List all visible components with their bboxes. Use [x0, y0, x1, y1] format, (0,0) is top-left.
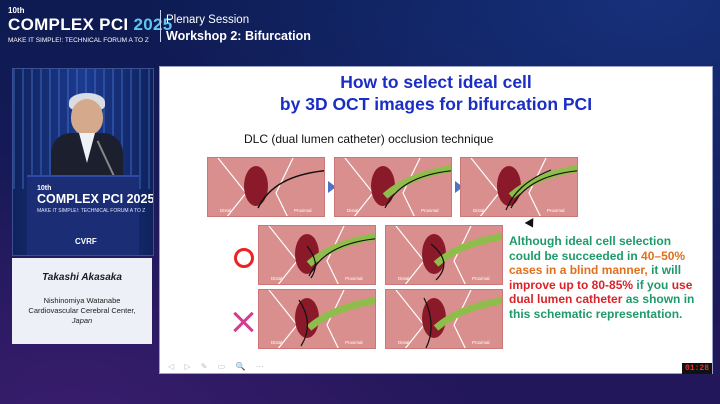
- arrow-right-icon: [455, 181, 463, 193]
- proximal-label: Proximal: [421, 208, 439, 213]
- speaker-card: Takashi Akasaka Nishinomiya Watanabe Car…: [12, 258, 152, 344]
- schematic-panel: Distal Proximal: [258, 289, 376, 349]
- vessel-diagram: [395, 226, 502, 284]
- vessel-diagram: [344, 158, 451, 216]
- proximal-label: Proximal: [547, 208, 565, 213]
- header-bar: 10th COMPLEX PCI 2025 MAKE IT SIMPLE!: T…: [0, 0, 720, 50]
- distal-label: Distal: [398, 340, 410, 345]
- schematic-panel: Distal Proximal: [207, 157, 325, 217]
- slide-note: Although ideal cell selection could be s…: [509, 234, 695, 321]
- correct-marker-icon: [234, 248, 254, 268]
- schematic-panel: Distal Proximal: [385, 289, 503, 349]
- speaker-video: 10th COMPLEX PCI 2025 MAKE IT SIMPLE!: T…: [12, 68, 154, 256]
- distal-label: Distal: [473, 208, 485, 213]
- pointer-cursor-icon: [524, 218, 538, 230]
- distal-label: Distal: [347, 208, 359, 213]
- vessel-diagram: [217, 158, 324, 216]
- workshop-title: Workshop 2: Bifurcation: [166, 29, 311, 43]
- vessel-diagram: [395, 290, 502, 348]
- podium: 10th COMPLEX PCI 2025 MAKE IT SIMPLE!: T…: [27, 175, 153, 255]
- speaker-affiliation: Nishinomiya Watanabe Cardiovascular Cere…: [12, 296, 152, 326]
- proximal-label: Proximal: [294, 208, 312, 213]
- presentation-timer: 01:28: [681, 363, 712, 374]
- affiliation-country: Japan: [71, 316, 93, 325]
- proximal-label: Proximal: [345, 340, 363, 345]
- speaker-head: [71, 99, 103, 135]
- event-name: COMPLEX PCI 2025: [8, 15, 173, 34]
- schematic-panel: Distal Proximal: [334, 157, 452, 217]
- slide-subtitle: DLC (dual lumen catheter) occlusion tech…: [244, 132, 494, 146]
- event-edition: 10th: [8, 6, 25, 15]
- vessel-diagram: [470, 158, 577, 216]
- vessel-diagram: [268, 226, 375, 284]
- proximal-label: Proximal: [472, 340, 490, 345]
- incorrect-marker-icon: [232, 311, 254, 333]
- affiliation-line-1: Nishinomiya Watanabe: [43, 296, 121, 305]
- podium-tagline: MAKE IT SIMPLE!: TECHNICAL FORUM A TO Z: [37, 208, 146, 214]
- presentation-slide: How to select ideal cell by 3D OCT image…: [159, 66, 713, 374]
- proximal-label: Proximal: [472, 276, 490, 281]
- podium-event-name: COMPLEX PCI 2025: [37, 192, 154, 206]
- session-title: Plenary Session: [166, 14, 250, 26]
- schematic-panel: Distal Proximal: [258, 225, 376, 285]
- event-tagline: MAKE IT SIMPLE!: TECHNICAL FORUM A TO Z: [8, 37, 149, 44]
- distal-label: Distal: [271, 340, 283, 345]
- schematic-panel: Distal Proximal: [460, 157, 578, 217]
- slideshow-controls[interactable]: ◁ ▷ ✎ ▭ 🔍 ⋯: [168, 362, 268, 371]
- speaker-name: Takashi Akasaka: [42, 272, 122, 283]
- distal-label: Distal: [271, 276, 283, 281]
- slide-title-line-1: How to select ideal cell: [340, 72, 532, 92]
- proximal-label: Proximal: [345, 276, 363, 281]
- slide-title-line-2: by 3D OCT images for bifurcation PCI: [279, 94, 593, 114]
- vessel-diagram: [268, 290, 375, 348]
- header-divider: [160, 10, 161, 42]
- podium-org-logo: CVRF: [75, 237, 97, 246]
- schematic-panel: Distal Proximal: [385, 225, 503, 285]
- affiliation-line-2: Cardiovascular Cerebral Center,: [28, 306, 136, 315]
- distal-label: Distal: [220, 208, 232, 213]
- arrow-right-icon: [328, 181, 336, 193]
- distal-label: Distal: [398, 276, 410, 281]
- podium-edition: 10th: [37, 185, 52, 192]
